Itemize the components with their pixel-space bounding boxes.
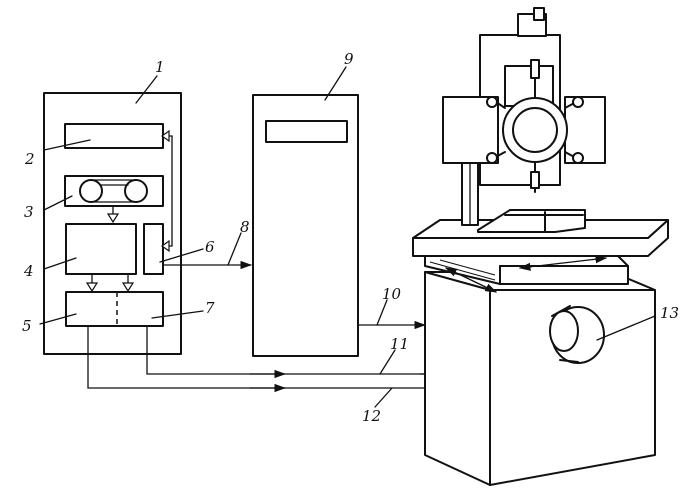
cabinet-9-panel [265,120,348,143]
block-2 [64,123,164,149]
label-6: 6 [205,238,215,256]
label-7: 7 [205,299,215,317]
labels: 1 2 3 4 5 6 7 8 9 10 11 12 13 [22,50,679,425]
block-5-7 [65,291,164,327]
label-13: 13 [660,304,679,322]
vise [477,209,586,233]
label-2: 2 [24,150,35,168]
cabinet-body [43,92,182,355]
label-5: 5 [22,317,32,335]
label-3: 3 [24,203,34,221]
label-8: 8 [240,218,250,236]
label-10: 10 [382,285,402,303]
machine-tool [412,7,669,486]
turret-right-arm [564,96,606,164]
block-6 [143,223,164,275]
label-9: 9 [344,50,354,68]
reel-left [79,179,103,203]
block-3-tape-reader [64,175,164,207]
cabinet-9-body [252,94,359,357]
leader-lines [39,66,656,408]
machine-base [424,271,656,486]
control-cabinet [43,92,182,355]
turret-left-arm [442,96,499,164]
reel-right [124,179,148,203]
label-12: 12 [362,407,381,425]
label-1: 1 [155,58,165,76]
cabinet-9 [252,94,359,357]
label-4: 4 [23,262,34,280]
label-11: 11 [390,335,409,353]
block-4 [65,223,137,275]
line-11 [146,325,456,375]
